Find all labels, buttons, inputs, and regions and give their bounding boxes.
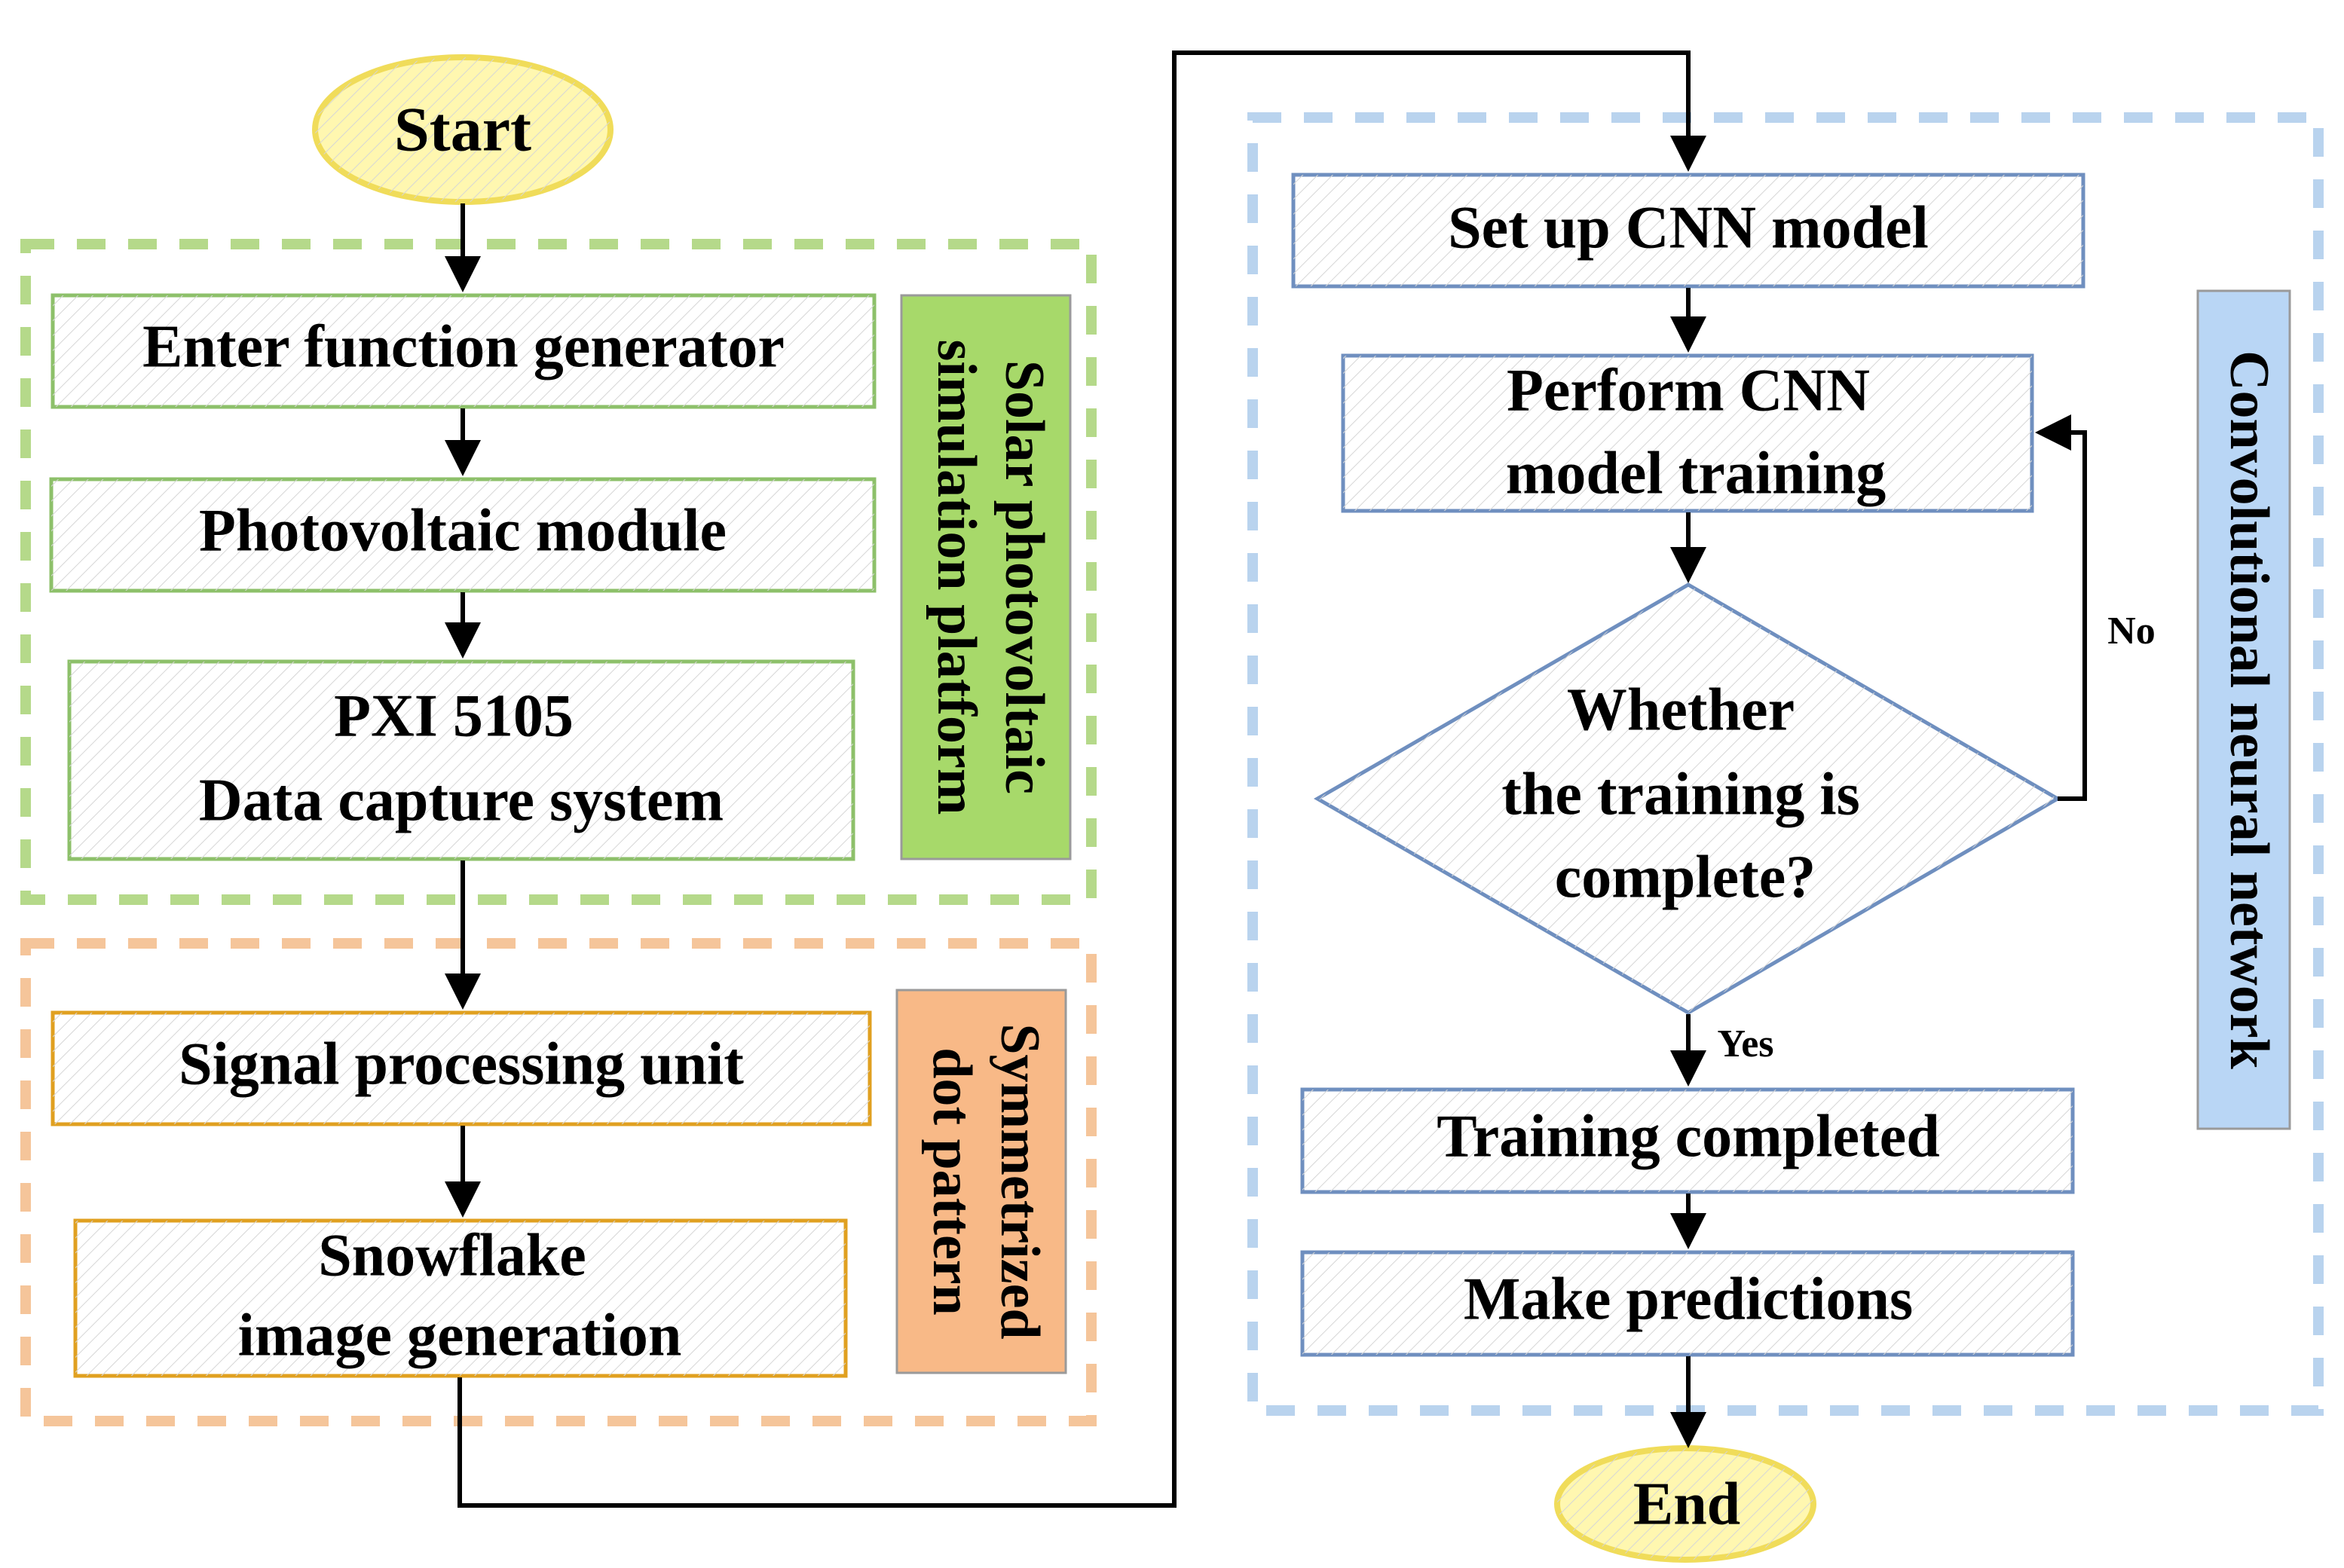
make-predictions-box: Make predictions bbox=[1300, 1250, 2075, 1357]
decision-label-line2: the training is bbox=[1501, 761, 1860, 827]
edge-label-yes: Yes bbox=[1717, 1022, 1773, 1065]
enter-function-generator-label: Enter function generator bbox=[142, 313, 785, 380]
setup-cnn-model-box: Set up CNN model bbox=[1291, 173, 2085, 289]
decision-label-line3: complete? bbox=[1555, 844, 1816, 910]
photovoltaic-module-box: Photovoltaic module bbox=[49, 477, 877, 593]
setup-cnn-model-label: Set up CNN model bbox=[1448, 194, 1929, 261]
connectors bbox=[445, 50, 2087, 1508]
end-terminal: End bbox=[1554, 1445, 1816, 1563]
end-label: End bbox=[1633, 1471, 1740, 1537]
solar-label-line2: simulation platform bbox=[926, 339, 987, 815]
signal-processing-unit-box: Signal processing unit bbox=[50, 1010, 872, 1126]
enter-function-generator-box: Enter function generator bbox=[50, 293, 877, 409]
photovoltaic-module-label: Photovoltaic module bbox=[199, 497, 727, 564]
pxi-data-capture-box: PXI 5105 Data capture system bbox=[67, 659, 855, 861]
arrow-snowflake-to-setup-cnn bbox=[457, 50, 1706, 1508]
perform-cnn-training-box: Perform CNN model training bbox=[1341, 353, 2034, 513]
cnn-group-label: Convolutional neural network bbox=[2196, 289, 2291, 1130]
symmetrized-dot-group bbox=[20, 938, 1097, 1426]
solar-platform-group bbox=[20, 239, 1097, 905]
cnn-group-label-text: Convolutional neural network bbox=[2218, 350, 2280, 1070]
symmetrized-label: Symmetrized dot pattern bbox=[895, 989, 1067, 1374]
start-label: Start bbox=[394, 94, 531, 164]
start-terminal: Start bbox=[312, 54, 614, 205]
training-complete-decision: Whether the training is complete? bbox=[1313, 582, 2061, 1015]
symmetrized-label-line1: Symmetrized bbox=[989, 1023, 1051, 1339]
decision-label-line1: Whether bbox=[1567, 677, 1795, 743]
solar-label-line1: Solar photovoltaic bbox=[993, 360, 1055, 794]
snowflake-label-line2: image generation bbox=[238, 1302, 682, 1368]
edge-label-no: No bbox=[2107, 610, 2156, 653]
arrow-decision-no-loop bbox=[2035, 414, 2087, 801]
training-completed-box: Training completed bbox=[1300, 1087, 2075, 1194]
pxi-label-line1: PXI 5105 bbox=[334, 683, 574, 749]
perform-cnn-label-line2: model training bbox=[1506, 440, 1886, 506]
symmetrized-label-line2: dot pattern bbox=[921, 1047, 983, 1316]
pxi-label-line2: Data capture system bbox=[199, 767, 724, 833]
make-predictions-label: Make predictions bbox=[1464, 1266, 1913, 1332]
perform-cnn-label-line1: Perform CNN bbox=[1507, 357, 1870, 423]
solar-platform-label: Solar photovoltaic simulation platform bbox=[900, 294, 1072, 860]
training-completed-label: Training completed bbox=[1437, 1103, 1939, 1169]
snowflake-image-generation-box: Snowflake image generation bbox=[73, 1218, 848, 1378]
snowflake-label-line1: Snowflake bbox=[318, 1222, 586, 1288]
cnn-group bbox=[1247, 112, 2324, 1416]
signal-processing-unit-label: Signal processing unit bbox=[179, 1031, 744, 1097]
